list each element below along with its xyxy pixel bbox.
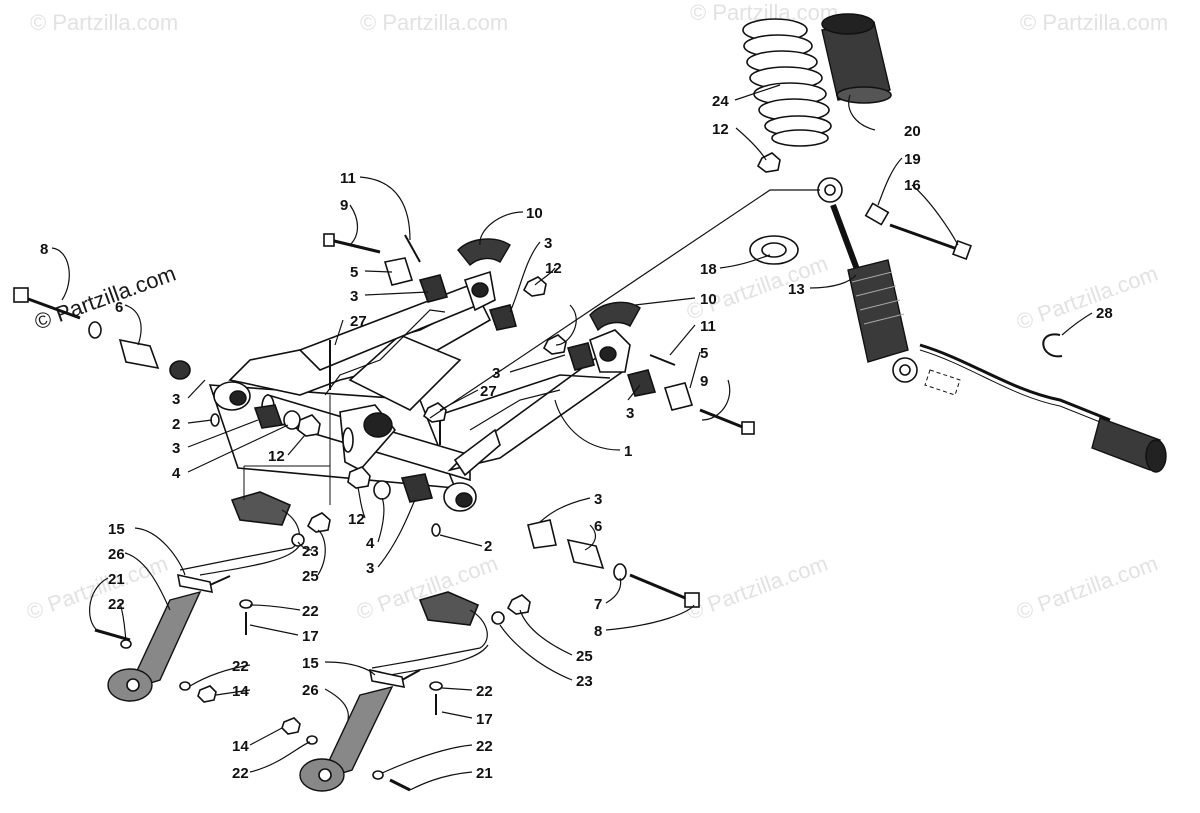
callout-label: 3 xyxy=(544,235,552,252)
callout-label: 22 xyxy=(476,738,493,755)
left-footrest xyxy=(94,491,331,703)
callout-label: 14 xyxy=(232,738,249,755)
callout-label: 12 xyxy=(545,260,562,277)
callout-label: 12 xyxy=(348,511,365,528)
callout-label: 2 xyxy=(172,416,180,433)
watermark: © Partzilla.com xyxy=(683,551,831,625)
watermark: © Partzilla.com xyxy=(1013,551,1161,625)
upper-hardware xyxy=(323,233,755,445)
callout-label: 21 xyxy=(108,571,125,588)
callout-label: 22 xyxy=(232,765,249,782)
callout-label: 11 xyxy=(340,170,356,187)
callout-label: 3 xyxy=(492,365,500,382)
callout-label: 7 xyxy=(594,596,602,613)
callout-label: 13 xyxy=(788,281,805,298)
callout-label: 4 xyxy=(366,535,375,552)
callout-label: 8 xyxy=(40,241,48,258)
callout-label: 10 xyxy=(526,205,543,222)
callout-label: 5 xyxy=(350,264,358,281)
callout-label: 19 xyxy=(904,151,921,168)
callout-label: 6 xyxy=(115,299,123,316)
callout-label: 22 xyxy=(108,596,125,613)
callout-label: 17 xyxy=(476,711,493,728)
callout-label: 17 xyxy=(302,628,319,645)
watermark-main: © Partzilla.com xyxy=(31,261,179,335)
callout-label: 6 xyxy=(594,518,602,535)
callout-label: 3 xyxy=(350,288,358,305)
right-lower-hardware xyxy=(347,466,700,608)
callout-label: 22 xyxy=(476,683,493,700)
leader-lines xyxy=(51,84,1093,791)
callout-label: 22 xyxy=(302,603,319,620)
callout-label: 16 xyxy=(904,177,921,194)
watermark: © Partzilla.com xyxy=(360,10,508,35)
callout-label: 25 xyxy=(576,648,593,665)
callout-label: 5 xyxy=(700,345,708,362)
callout-label: 14 xyxy=(232,683,249,700)
boot-20 xyxy=(821,13,892,104)
cap-10-top xyxy=(457,238,511,267)
callout-label: 21 xyxy=(476,765,493,782)
callout-label: 26 xyxy=(108,546,125,563)
shock-absorber-13 xyxy=(817,177,1167,473)
right-footrest xyxy=(281,591,531,792)
callout-label: 3 xyxy=(626,405,634,422)
callout-label: 15 xyxy=(108,521,125,538)
callout-label: 8 xyxy=(594,623,602,640)
bolt-16 xyxy=(864,202,972,260)
callout-label: 23 xyxy=(576,673,593,690)
callout-label: 27 xyxy=(480,383,497,400)
callout-label: 22 xyxy=(232,658,249,675)
connection-line xyxy=(429,189,820,419)
parts-drawing xyxy=(13,13,1167,792)
callout-label: 24 xyxy=(712,93,729,110)
callout-label: 27 xyxy=(350,313,367,330)
spring-seat-18 xyxy=(749,235,799,265)
callout-label: 20 xyxy=(904,123,921,140)
watermark: © Partzilla.com xyxy=(1020,10,1168,35)
callout-label: 3 xyxy=(172,440,180,457)
callout-label: 12 xyxy=(268,448,285,465)
callout-label: 1 xyxy=(624,443,632,460)
callout-label: 3 xyxy=(366,560,374,577)
callout-label: 12 xyxy=(712,121,729,138)
cap-10-right xyxy=(589,301,641,332)
callout-label: 15 xyxy=(302,655,319,672)
callout-label: 4 xyxy=(172,465,181,482)
callout-label: 3 xyxy=(172,391,180,408)
left-hardware xyxy=(13,287,321,437)
callout-label: 10 xyxy=(700,291,717,308)
callout-label: 23 xyxy=(302,543,319,560)
callout-label: 28 xyxy=(1096,305,1113,322)
watermark: © Partzilla.com xyxy=(1013,261,1161,335)
callout-label: 11 xyxy=(700,318,716,335)
callout-label: 25 xyxy=(302,568,319,585)
callout-label: 18 xyxy=(700,261,717,278)
watermark: © Partzilla.com xyxy=(30,10,178,35)
callout-label: 3 xyxy=(594,491,602,508)
nut-12-top xyxy=(756,152,781,173)
callout-labels: 8 6 3 2 3 4 12 11 9 5 3 10 3 12 27 3 27 … xyxy=(40,93,1113,782)
clip-28 xyxy=(1042,333,1063,358)
callout-label: 2 xyxy=(484,538,492,555)
callout-label: 9 xyxy=(700,373,708,390)
callout-label: 26 xyxy=(302,682,319,699)
callout-label: 9 xyxy=(340,197,348,214)
spring-24 xyxy=(742,18,832,147)
